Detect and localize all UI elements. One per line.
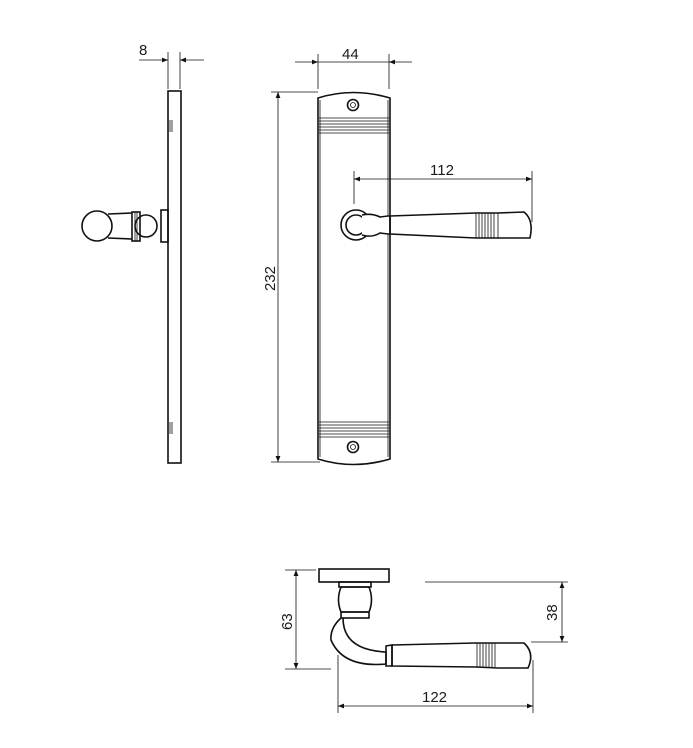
- side-plate-ribs: [169, 120, 173, 434]
- bottom-lever-rings: [476, 643, 496, 667]
- dim-lever-length-front: 112: [353, 162, 533, 222]
- bottom-lever: [391, 642, 532, 669]
- dim-label-63: 63: [279, 613, 296, 630]
- dim-plate-thickness: 8: [139, 42, 204, 89]
- side-lever-tip: [81, 210, 113, 242]
- dim-label-232: 232: [262, 266, 279, 291]
- screw-top-icon: [346, 98, 360, 112]
- dim-plate-height: 232: [262, 91, 320, 463]
- dim-lever-length-bottom: 122: [337, 655, 534, 713]
- side-lever-shank: [107, 212, 133, 240]
- bottom-ball: [337, 586, 373, 613]
- side-view: [81, 90, 182, 464]
- front-plate: [317, 91, 391, 466]
- dim-label-112: 112: [430, 162, 454, 179]
- front-view: [317, 91, 532, 466]
- side-ball: [134, 214, 158, 238]
- bottom-shank: [330, 617, 387, 666]
- side-neck-ring: [131, 211, 141, 242]
- bottom-rose: [318, 568, 390, 583]
- bottom-view: [318, 568, 532, 669]
- front-band-bottom: [319, 421, 389, 438]
- side-collar: [160, 209, 169, 243]
- dim-label-44: 44: [342, 46, 359, 63]
- dim-label-38: 38: [544, 604, 561, 621]
- screw-bottom-icon: [346, 440, 360, 454]
- side-plate: [167, 90, 182, 464]
- front-lever: [389, 211, 532, 239]
- dim-lever-offset: 38: [425, 581, 568, 643]
- front-lever-rings: [475, 213, 499, 238]
- dim-label-122: 122: [422, 689, 447, 706]
- dim-plate-width: 44: [295, 46, 412, 89]
- front-band-top: [319, 117, 389, 134]
- dim-label-8: 8: [139, 42, 147, 59]
- dim-projection: 63: [279, 569, 331, 670]
